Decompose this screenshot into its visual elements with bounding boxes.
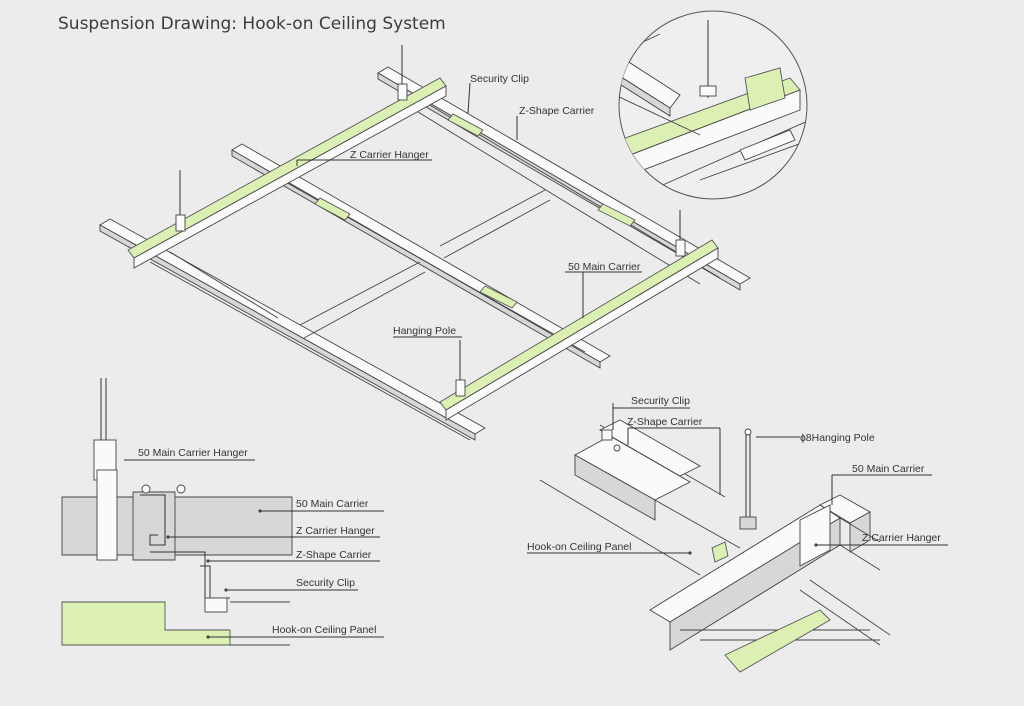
main-label-security-clip: Security Clip xyxy=(470,73,529,85)
section-label-security-clip: Security Clip xyxy=(296,577,355,589)
section-label-z-carrier-hanger: Z Carrier Hanger xyxy=(296,525,375,537)
section-label-main-carrier-hanger: 50 Main Carrier Hanger xyxy=(138,447,248,459)
main-label-main-carrier: 50 Main Carrier xyxy=(568,261,641,273)
section-label-ceiling-panel: Hook-on Ceiling Panel xyxy=(272,624,376,636)
detail-label-ceiling-panel: Hook-on Ceiling Panel xyxy=(527,541,631,553)
detail-view: Security Clip Z-Shape Carrier ɸ8Hanging … xyxy=(527,395,948,673)
section-view: 50 Main Carrier Hanger 50 Main Carrier Z… xyxy=(61,378,384,646)
main-isometric-view: Security Clip Z-Shape Carrier Z Carrier … xyxy=(99,45,751,441)
hanging-poles xyxy=(175,45,686,397)
main-label-hanging-pole: Hanging Pole xyxy=(393,325,456,337)
detail-label-main-carrier: 50 Main Carrier xyxy=(852,463,925,475)
detail-label-z-carrier-hanger: Z Carrier Hanger xyxy=(862,532,941,544)
main-carriers xyxy=(127,77,719,421)
page-title: Suspension Drawing: Hook-on Ceiling Syst… xyxy=(58,14,446,34)
section-label-main-carrier: 50 Main Carrier xyxy=(296,498,369,510)
z-shape-carriers xyxy=(99,66,751,441)
main-label-z-shape-carrier: Z-Shape Carrier xyxy=(519,105,595,117)
detail-label-z-shape-carrier: Z-Shape Carrier xyxy=(627,416,703,428)
detail-label-hanging-pole: ɸ8Hanging Pole xyxy=(800,432,875,444)
z-carrier-hangers xyxy=(314,113,636,309)
detail-label-security-clip: Security Clip xyxy=(631,395,690,407)
section-label-z-shape-carrier: Z-Shape Carrier xyxy=(296,549,372,561)
circle-detail-view xyxy=(618,10,808,200)
main-label-z-carrier-hanger: Z Carrier Hanger xyxy=(350,149,429,161)
